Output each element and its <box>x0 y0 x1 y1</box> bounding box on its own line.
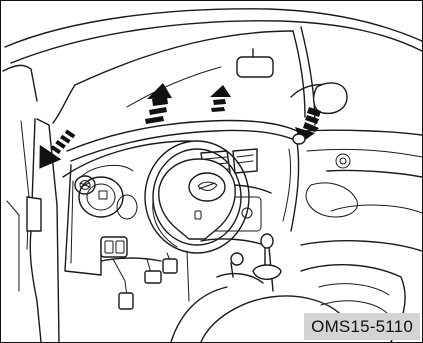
center-left-defrost-airflow-arrow <box>145 83 172 124</box>
center-right-defrost-airflow-arrow <box>210 85 231 112</box>
instrument-cluster <box>79 165 137 219</box>
right-air-vent <box>293 134 305 144</box>
steering-wheel <box>145 141 249 253</box>
figure-code-label: OMS15-5110 <box>304 313 420 340</box>
pedals <box>113 253 177 309</box>
left-a-pillar <box>3 65 59 342</box>
rear-view-mirror <box>237 49 273 77</box>
windshield-frame <box>5 9 422 125</box>
